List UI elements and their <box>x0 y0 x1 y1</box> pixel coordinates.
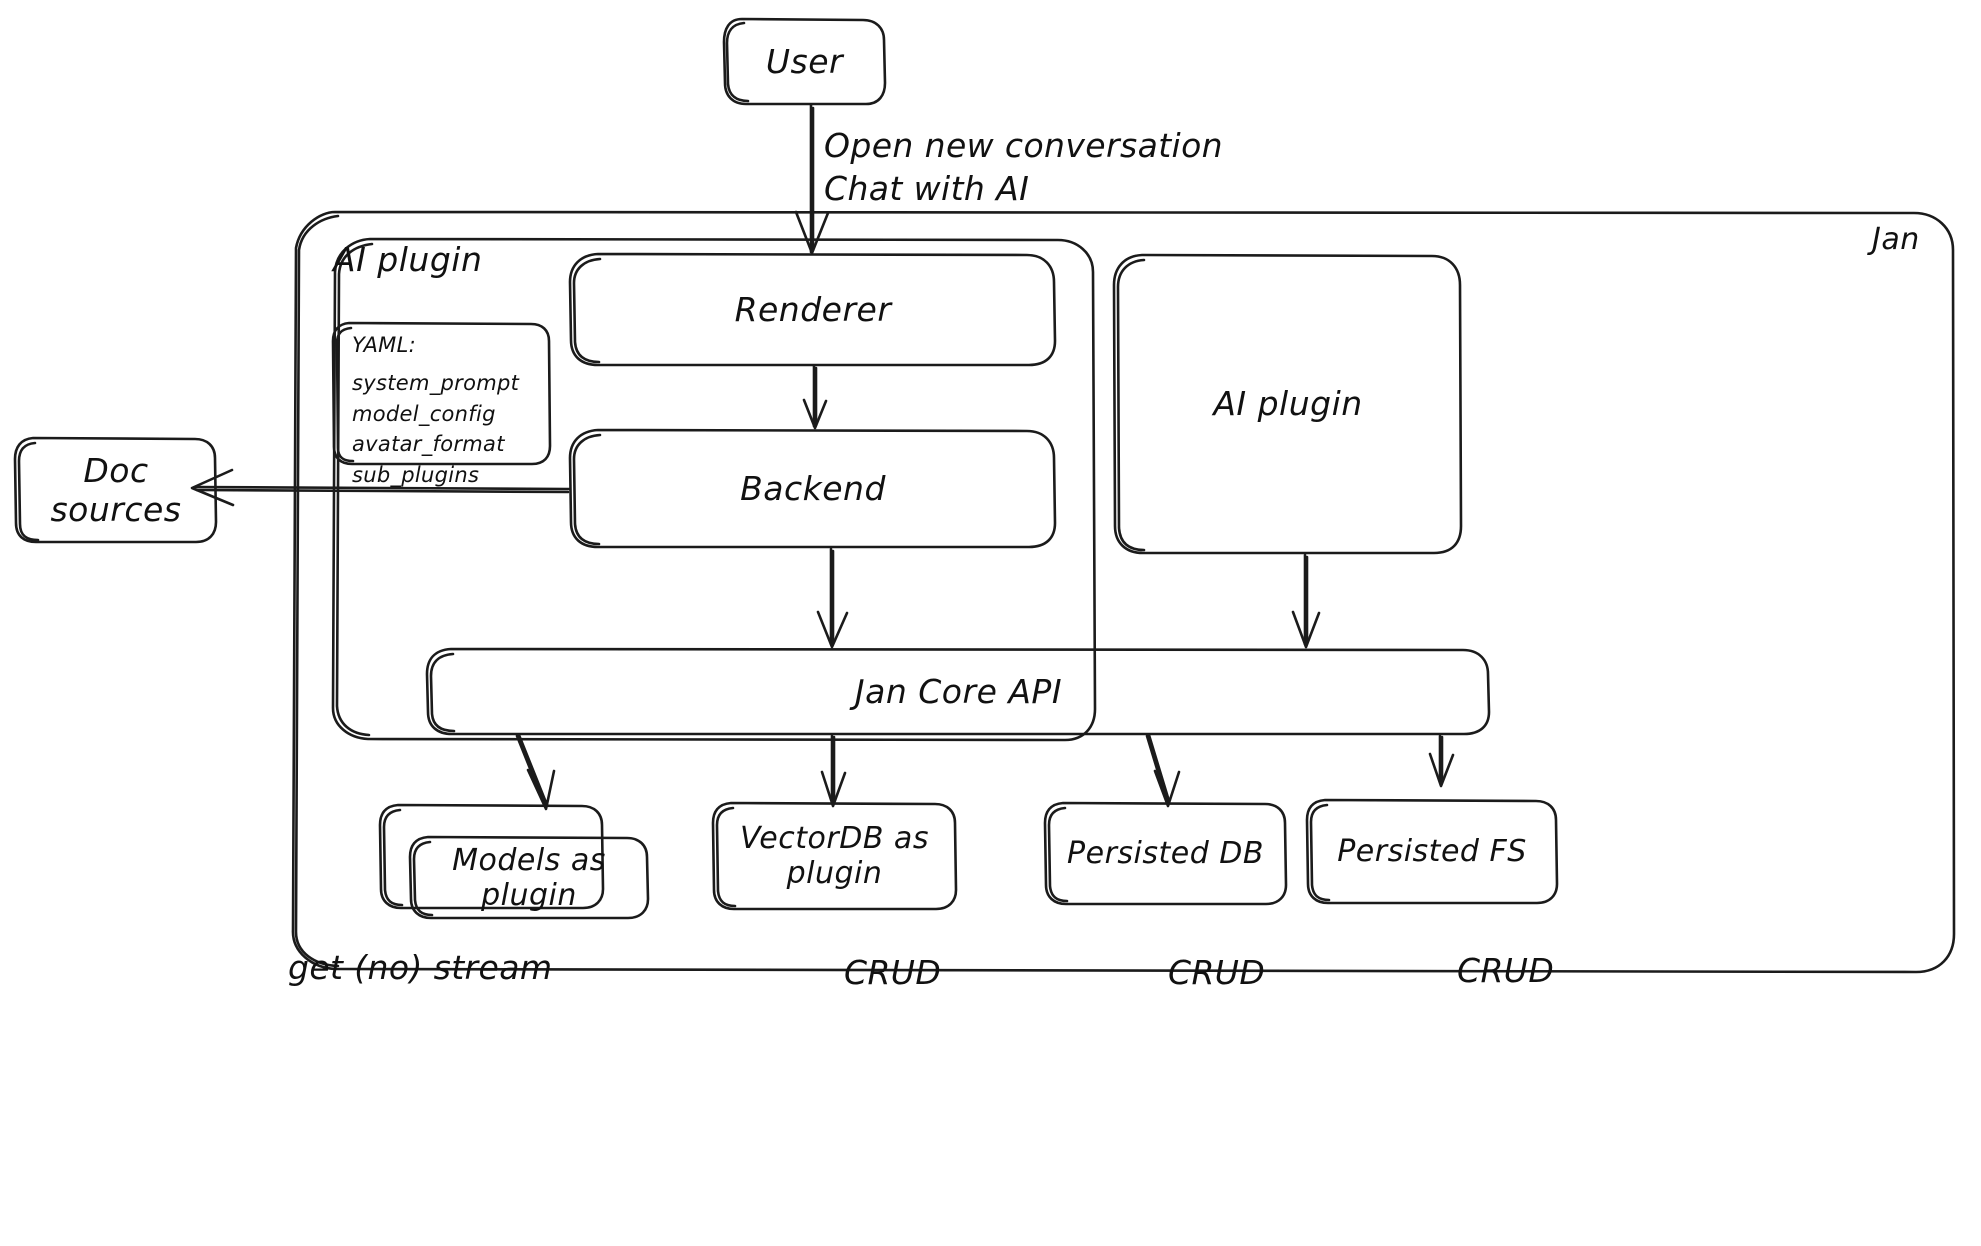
arrow-core-to-vectordb <box>820 734 847 808</box>
node-user[interactable]: User <box>724 19 885 105</box>
node-models-as-plugin-label: Models as plugin <box>452 842 606 913</box>
yaml-note-line-3: sub_plugins <box>352 462 480 487</box>
node-doc-sources[interactable]: Doc sources <box>15 438 217 543</box>
node-ai-plugin[interactable]: AI plugin <box>1114 255 1462 554</box>
arrow-renderer-to-backend <box>802 364 828 430</box>
node-persisted-db-label: Persisted DB <box>1067 835 1264 871</box>
edge-label-crud-persisted-db: CRUD <box>1168 953 1266 992</box>
ai-plugin-group-label: AI plugin <box>333 240 483 279</box>
yaml-note-line-1: model_config <box>352 401 496 426</box>
node-vectordb-as-plugin-label: VectorDB as plugin <box>740 820 929 891</box>
node-jan-core-api[interactable]: Jan Core API <box>427 649 1490 735</box>
arrow-aiplugin-to-core <box>1291 553 1321 649</box>
node-persisted-fs[interactable]: Persisted FS <box>1307 800 1557 903</box>
node-persisted-fs-label: Persisted FS <box>1337 833 1527 869</box>
node-jan-core-api-label: Jan Core API <box>854 671 1063 711</box>
edge-label-user-to-renderer: Open new conversation Chat with AI <box>824 126 1224 208</box>
yaml-note-box-outline <box>331 321 552 466</box>
vectordb-as-plugin-box-outline <box>711 801 958 911</box>
renderer-box-outline <box>568 252 1057 367</box>
persisted-db-box-outline <box>1043 801 1288 906</box>
node-backend[interactable]: Backend <box>570 430 1056 548</box>
ai-plugin-box-outline <box>1112 253 1463 555</box>
node-backend-label: Backend <box>740 468 886 508</box>
node-ai-plugin-label: AI plugin <box>1213 384 1363 424</box>
arrow-core-to-models <box>515 733 556 811</box>
yaml-note-line-0: system_prompt <box>352 371 520 396</box>
backend-box-outline <box>568 428 1057 549</box>
persisted-fs-box-outline <box>1305 798 1559 905</box>
yaml-note-title: YAML: <box>352 333 416 357</box>
yaml-note: YAML: system_prompt model_config avatar_… <box>352 330 519 490</box>
node-renderer[interactable]: Renderer <box>570 254 1056 366</box>
node-models-as-plugin[interactable]: Models as plugin <box>410 838 648 918</box>
node-vectordb-as-plugin[interactable]: VectorDB as plugin <box>713 803 956 909</box>
arrow-backend-to-core <box>816 547 849 649</box>
models-as-plugin-box-outline <box>378 803 650 920</box>
node-persisted-db[interactable]: Persisted DB <box>1045 803 1286 904</box>
node-renderer-label: Renderer <box>734 289 892 329</box>
arrow-backend-to-doc-sources <box>190 468 571 507</box>
user-box-outline <box>722 17 887 106</box>
edge-label-get-no-stream: get (no) stream <box>288 948 553 987</box>
yaml-note-line-2: avatar_format <box>352 432 505 457</box>
doc-sources-box-outline <box>13 436 218 544</box>
arrow-core-to-persisted-fs <box>1428 734 1455 788</box>
edge-label-crud-vectordb: CRUD <box>844 953 942 992</box>
jan-container-outline <box>291 210 1956 974</box>
edge-label-crud-persisted-fs: CRUD <box>1457 951 1555 990</box>
node-doc-sources-label: Doc sources <box>50 450 182 529</box>
arrow-core-to-persisted-db <box>1145 733 1181 808</box>
jan-container-label: Jan <box>1872 222 1920 257</box>
node-user-label: User <box>765 41 844 81</box>
jan-core-api-box-outline <box>425 647 1491 736</box>
arrow-user-to-renderer <box>794 103 830 255</box>
